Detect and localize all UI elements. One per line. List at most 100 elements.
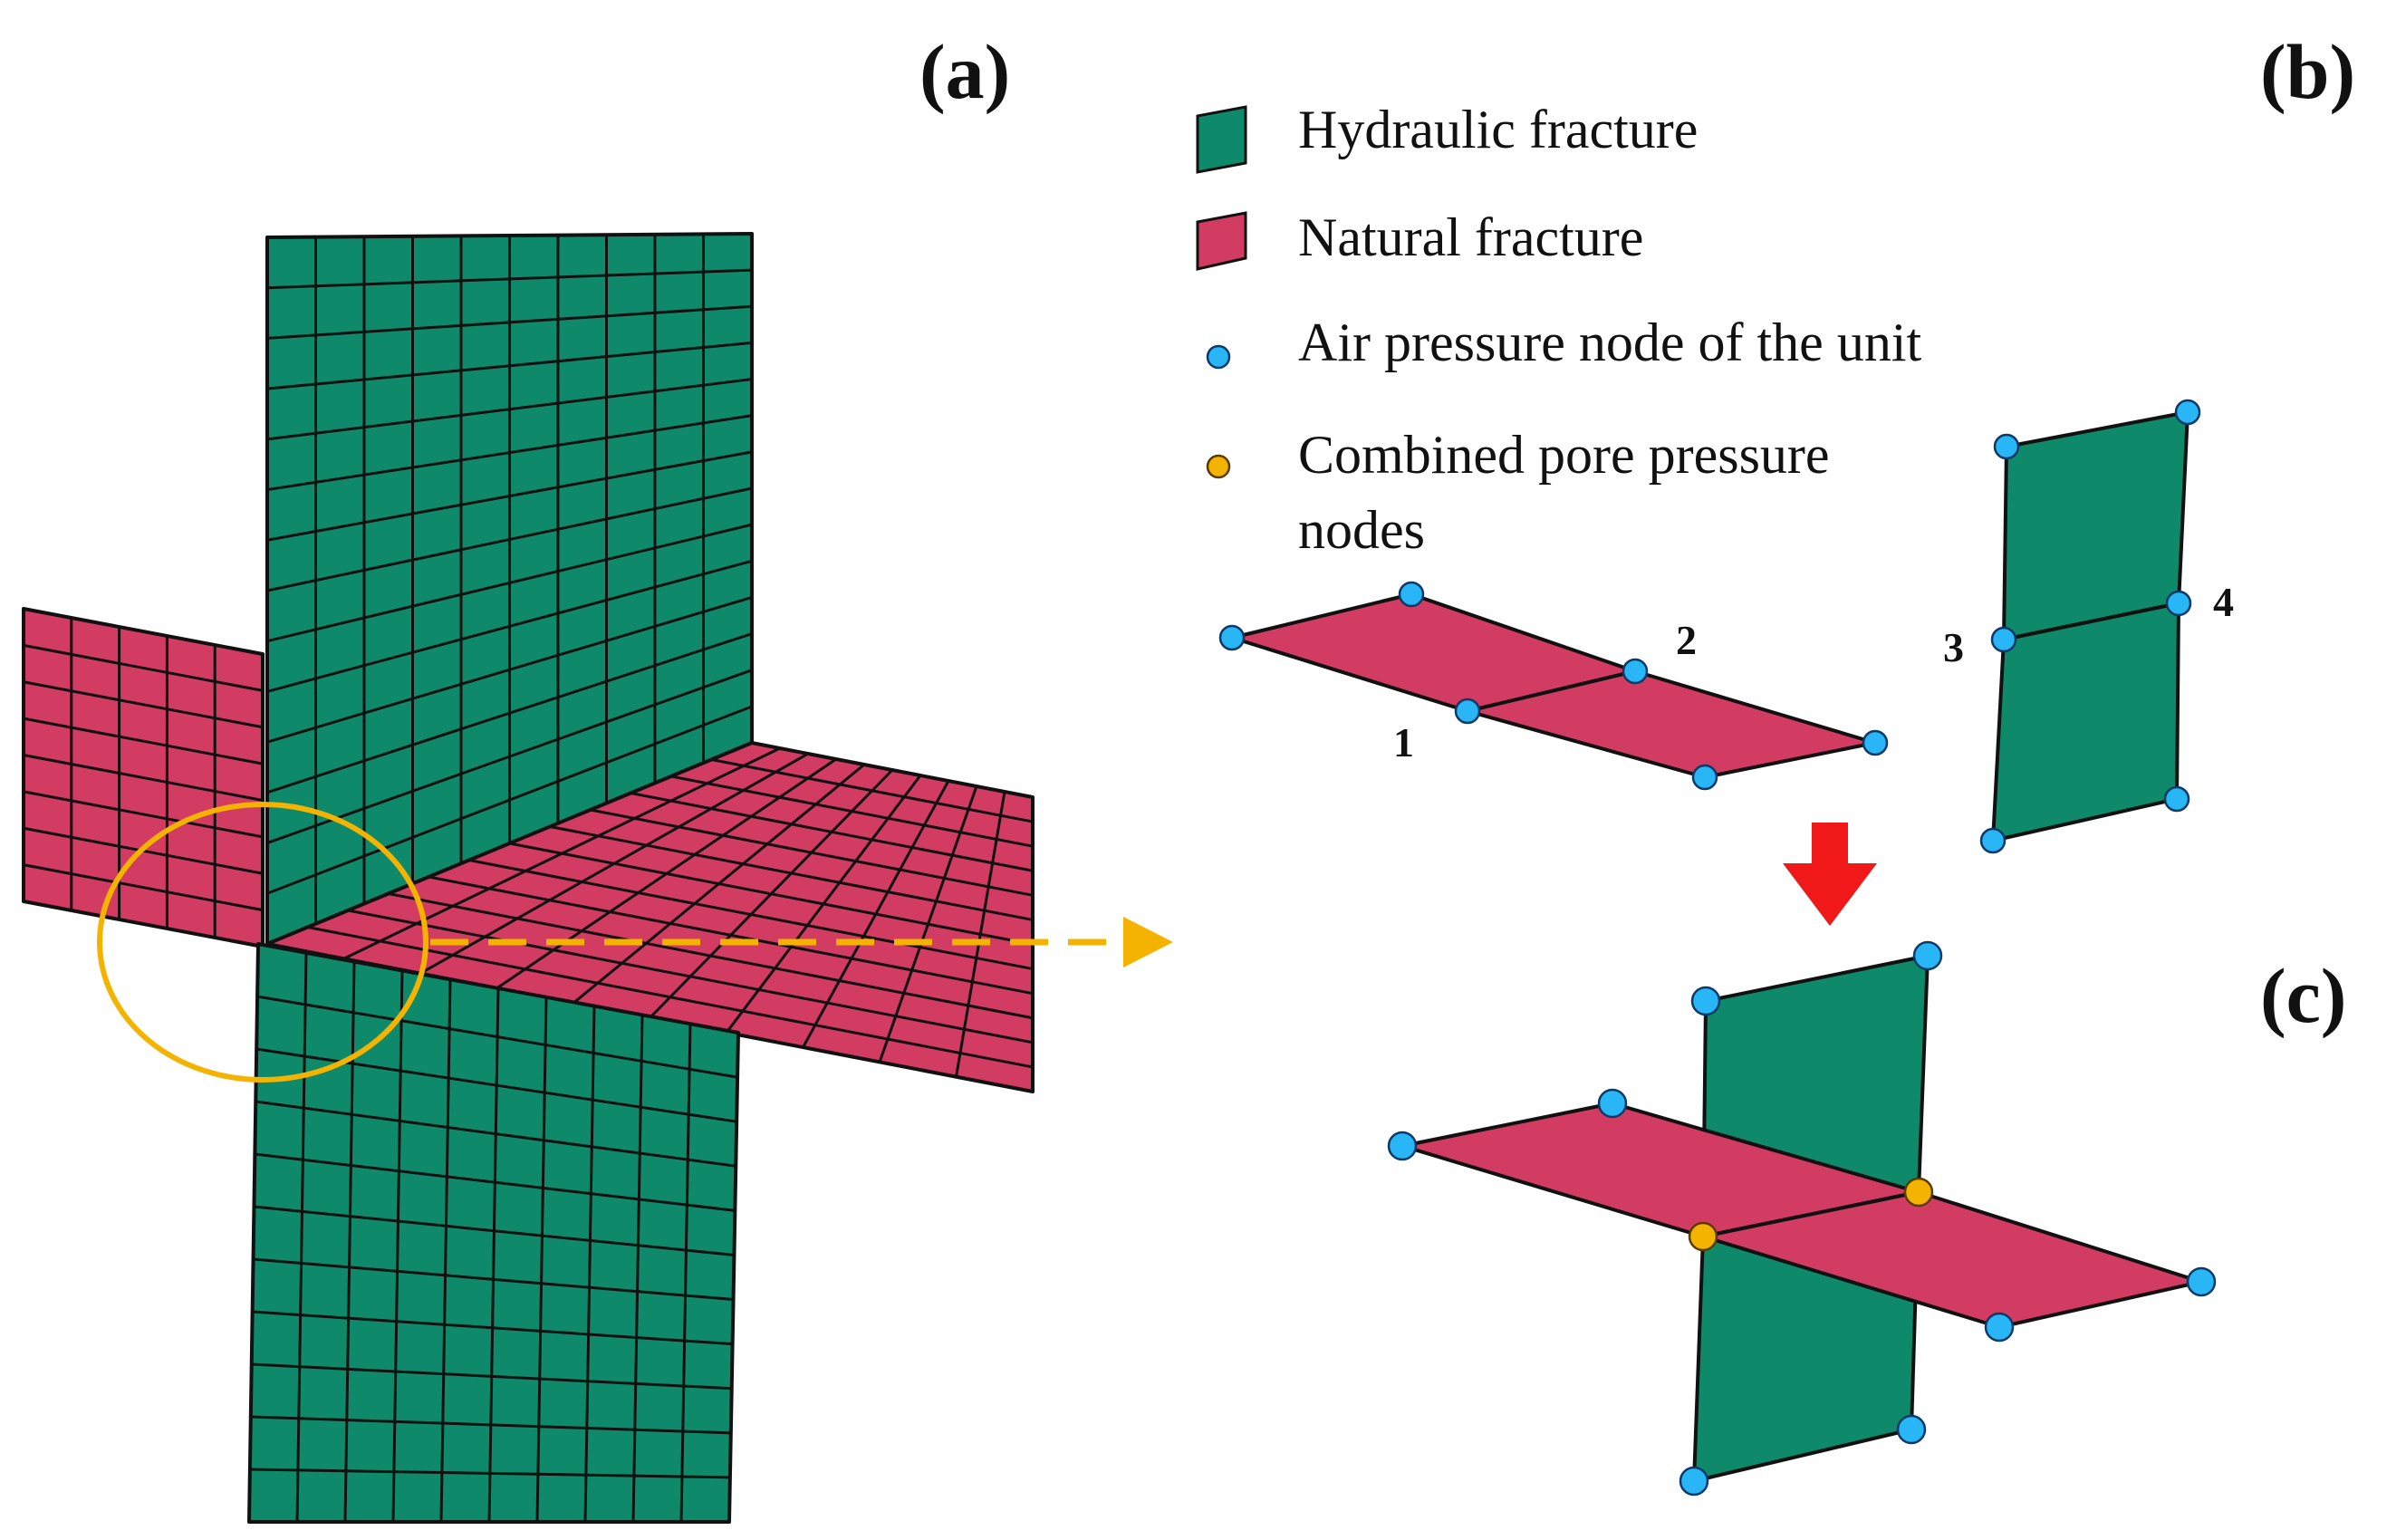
mesh-line <box>250 1415 731 1435</box>
legend-combined-node-line2: nodes <box>1298 500 1425 560</box>
panel-b: 1 2 3 4 <box>1218 399 2234 854</box>
mesh-line <box>468 859 1034 971</box>
panel-c-node <box>1984 1312 2015 1343</box>
panel-c-node <box>1896 1414 1927 1445</box>
panel-c-node <box>2186 1266 2217 1297</box>
panel-b-node <box>2174 399 2201 426</box>
mesh-line <box>266 450 753 542</box>
mesh-line <box>23 790 264 839</box>
node-number-4: 4 <box>2213 579 2234 625</box>
mesh-line <box>23 754 264 802</box>
mesh-line <box>266 304 753 340</box>
mesh-line <box>251 1362 732 1391</box>
mesh-line <box>23 680 264 729</box>
merge-arrow <box>1783 823 1877 926</box>
mesh-line <box>266 341 753 390</box>
panel-label-c: (c) <box>2260 952 2346 1039</box>
mesh-line <box>266 268 753 290</box>
mesh-line <box>679 1024 692 1523</box>
mesh-line <box>255 1152 736 1212</box>
mesh-line <box>295 952 308 1523</box>
intersection-highlight-ellipse <box>97 802 428 1083</box>
panel-b-node <box>1691 764 1718 791</box>
node-number-3: 3 <box>1943 624 1964 670</box>
panel-b-node <box>1862 729 1889 756</box>
mesh-line <box>630 792 1034 872</box>
hydraulic-fracture-swatch <box>1196 105 1247 174</box>
mesh-line <box>252 1310 733 1346</box>
mesh-line <box>23 643 264 692</box>
mesh-line <box>23 863 264 912</box>
hydraulic-fracture-upper-mesh <box>265 232 754 946</box>
panel-b-hydraulic-elements: 3 4 <box>1943 399 2234 854</box>
legend: Hydraulic fracture Natural fracture Air … <box>1196 100 1921 560</box>
panel-b-node <box>1218 624 1246 651</box>
legend-natural-fracture: Natural fracture <box>1298 207 1643 267</box>
mesh-line <box>249 1468 730 1479</box>
mesh-line <box>254 1205 735 1256</box>
panel-label-b: (b) <box>2260 28 2355 115</box>
mesh-line <box>388 892 1034 1020</box>
mesh-line <box>266 523 753 643</box>
mesh-line <box>549 825 1034 921</box>
panel-b-natural-elements: 1 2 <box>1218 581 1889 791</box>
panel-c-node <box>1679 1466 1709 1497</box>
mesh-line <box>670 775 1034 848</box>
mesh-line <box>631 1015 644 1523</box>
mesh-line <box>439 979 452 1523</box>
mesh-line <box>266 378 753 441</box>
panel-b-node <box>1979 827 2007 854</box>
air-pressure-node-swatch <box>1206 344 1231 370</box>
panel-c-node <box>1912 940 1943 971</box>
mesh-line <box>256 995 738 1079</box>
mesh-line <box>266 632 753 794</box>
node-number-2: 2 <box>1676 617 1697 663</box>
mesh-line <box>253 1257 734 1302</box>
node-number-1: 1 <box>1393 719 1414 765</box>
mesh-line <box>255 1100 736 1168</box>
mesh-line <box>583 1006 596 1523</box>
mesh-line <box>266 595 753 744</box>
panel-c-node <box>1597 1088 1628 1119</box>
mesh-line <box>266 669 753 844</box>
mesh-line <box>255 1047 737 1123</box>
mesh-line <box>509 842 1034 946</box>
mesh-line <box>347 909 1034 1044</box>
mesh-line <box>23 717 264 765</box>
panel-label-a: (a) <box>919 28 1010 115</box>
panel-c-node <box>1690 986 1721 1016</box>
mesh-line <box>428 875 1034 996</box>
mesh-line <box>307 926 1034 1069</box>
mesh-line <box>487 987 500 1523</box>
panel-c-combined-node <box>1903 1177 1934 1208</box>
panel-b-node-2 <box>1622 658 1649 685</box>
mesh-line <box>266 705 753 895</box>
panel-b-node <box>2163 785 2190 813</box>
panel-b-node <box>1398 581 1425 608</box>
dashed-arrow-head <box>1123 917 1173 967</box>
hydraulic-fracture-lower-mesh <box>247 942 740 1524</box>
natural-fracture-front-mesh <box>265 741 1035 1093</box>
mesh-line <box>711 758 1034 823</box>
natural-fracture-swatch <box>1196 211 1247 271</box>
legend-hydraulic-fracture: Hydraulic fracture <box>1298 100 1698 159</box>
mesh-line <box>266 486 753 592</box>
mesh-line <box>535 996 548 1523</box>
mesh-line <box>266 414 753 492</box>
panel-b-node-1 <box>1454 698 1481 725</box>
mesh-line <box>391 970 404 1523</box>
panel-b-node <box>1993 433 2020 460</box>
natural-fracture-back-mesh <box>22 607 265 948</box>
panel-c <box>1387 940 2217 1497</box>
legend-combined-node-line1: Combined pore pressure <box>1298 425 1830 485</box>
panel-b-node-3 <box>1990 626 2017 653</box>
legend-air-pressure-node: Air pressure node of the unit <box>1298 313 1921 372</box>
panel-b-hydraulic-element-bottom <box>1991 602 2180 842</box>
panel-c-combined-node <box>1688 1221 1718 1252</box>
panel-a-mesh <box>22 232 1173 1524</box>
panel-b-node-4 <box>2165 590 2192 617</box>
combined-node-swatch <box>1206 454 1231 479</box>
mesh-line <box>590 808 1034 897</box>
panel-c-node <box>1387 1131 1418 1161</box>
